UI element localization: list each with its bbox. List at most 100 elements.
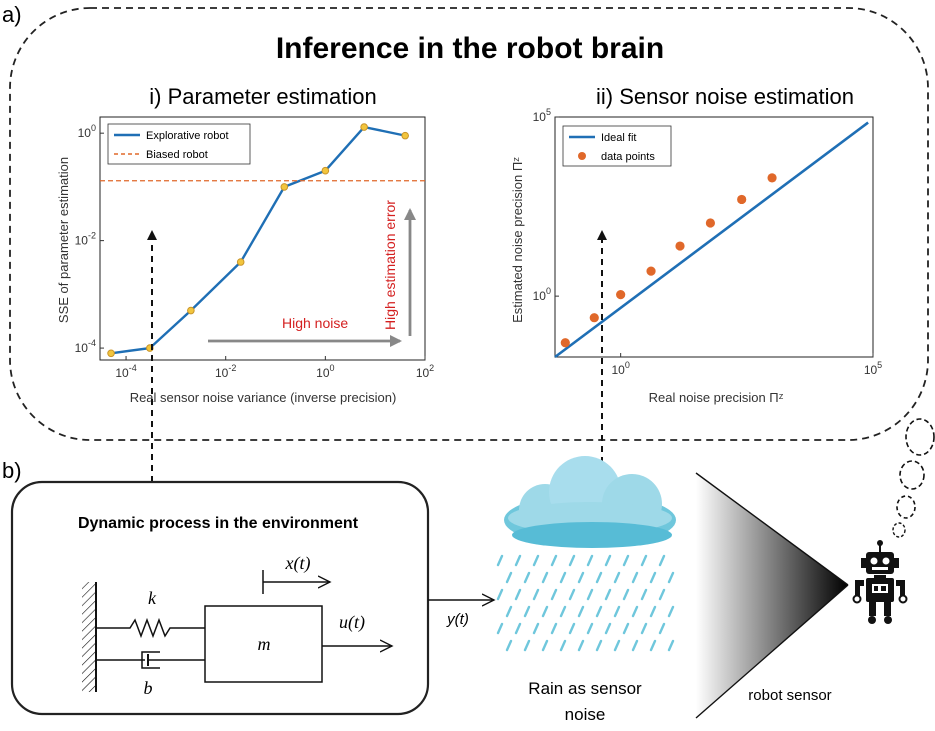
data-point — [616, 290, 626, 300]
chart1-ytick-label: 100 — [78, 123, 96, 140]
chart2-xlabel: Real noise precision Πᶻ — [649, 390, 784, 405]
damper-label: b — [144, 678, 153, 698]
explorative-robot-point — [280, 183, 289, 191]
rain-caption-line1: Rain as sensor — [528, 679, 642, 698]
rain-drop — [541, 571, 549, 584]
rain-drop — [586, 588, 594, 601]
chart1-ylabel: SSE of parameter estimation — [56, 157, 71, 323]
rain-drop — [577, 639, 585, 652]
panel-a-title: Inference in the robot brain — [276, 32, 664, 65]
rain-drop — [658, 588, 666, 601]
legend-ideal-fit-label: Ideal fit — [601, 132, 636, 144]
legend-explorative-label: Explorative robot — [146, 130, 229, 142]
data-point — [589, 313, 599, 323]
rain-drop — [622, 588, 630, 601]
input-label: u(t) — [339, 612, 365, 633]
rain-drop — [640, 554, 648, 567]
data-point — [675, 241, 685, 251]
rain-drop — [559, 605, 567, 618]
high-noise-label: High noise — [282, 315, 348, 331]
rain-drop — [514, 588, 522, 601]
thought-bubbles — [892, 418, 935, 538]
chart2-markers — [560, 173, 777, 348]
spring — [96, 617, 205, 639]
rain-drop — [658, 554, 666, 567]
rain-drop — [604, 554, 612, 567]
chart1-xtick-label: 10-4 — [115, 363, 136, 380]
chart1-legend-box — [107, 123, 251, 165]
rain-drops — [496, 554, 675, 652]
chart1-xtick-label: 10-2 — [215, 363, 236, 380]
chart2-series — [554, 121, 869, 359]
sensor-cone-bottom-edge — [695, 584, 849, 719]
environment-process-box — [10, 480, 430, 716]
chart1-legend: Explorative robot Biased robot — [107, 123, 251, 165]
rain-drop — [550, 554, 558, 567]
chart1-title: i) Parameter estimation — [149, 84, 376, 109]
explorative-robot-point — [360, 123, 368, 131]
rain-drop — [505, 605, 513, 618]
chart2-title: ii) Sensor noise estimation — [596, 84, 854, 109]
mass-block — [204, 605, 323, 683]
chart2-ytick-label: 105 — [533, 107, 551, 124]
sensor-cone-top-edge — [695, 472, 849, 586]
damper — [96, 651, 205, 669]
rain-drop — [649, 571, 657, 584]
rain-drop — [532, 622, 540, 635]
data-point — [646, 266, 656, 276]
rain-drop — [640, 588, 648, 601]
rain-drop — [496, 622, 504, 635]
legend-data-points-swatch — [578, 152, 586, 160]
rain-drop — [523, 605, 531, 618]
position-label: x(t) — [285, 553, 311, 574]
sensor-caption: robot sensor — [748, 687, 831, 704]
rain-drop — [658, 622, 666, 635]
spring-label: k — [148, 588, 157, 608]
rain-drop — [505, 571, 513, 584]
fixed-wall — [82, 582, 96, 692]
data-point — [767, 173, 777, 183]
rain-drop — [595, 605, 603, 618]
chart2-xtick-label: 100 — [611, 360, 629, 377]
chart1-xtick-label: 102 — [416, 363, 434, 380]
chart1-series — [100, 125, 425, 355]
panel-b-label: b) — [2, 458, 22, 483]
rain-drop — [568, 588, 576, 601]
rain-drop — [604, 588, 612, 601]
rain-drop — [532, 588, 540, 601]
rain-drop — [541, 639, 549, 652]
panel-a-label: a) — [2, 2, 22, 27]
explorative-robot-point — [187, 306, 195, 315]
rain-drop — [613, 639, 621, 652]
high-error-label: High estimation error — [382, 200, 398, 330]
chart1-xlabel: Real sensor noise variance (inverse prec… — [130, 390, 397, 405]
rain-drop — [613, 571, 621, 584]
output-label: y(t) — [446, 611, 469, 628]
rain-caption-line2: noise — [565, 705, 606, 724]
rain-drop — [496, 554, 504, 567]
rain-drop — [568, 622, 576, 635]
rain-drop — [649, 605, 657, 618]
rain-drop — [586, 622, 594, 635]
rain-drop — [496, 588, 504, 601]
robot-brain-frame — [9, 7, 929, 441]
chart2-legend: Ideal fit data points — [562, 125, 672, 167]
data-point — [737, 194, 747, 205]
chart2-ytick-label: 100 — [533, 286, 551, 303]
rain-drop — [568, 554, 576, 567]
data-point — [560, 338, 570, 348]
process-title: Dynamic process in the environment — [78, 515, 359, 532]
rain-drop — [667, 639, 675, 652]
rain-drop — [523, 571, 531, 584]
rain-drop — [514, 554, 522, 567]
robot-sensor-cone — [696, 473, 848, 718]
rain-drop — [622, 554, 630, 567]
rain-drop — [613, 605, 621, 618]
explorative-robot-point — [401, 131, 409, 140]
rain-drop — [667, 571, 675, 584]
explorative-robot-point — [321, 166, 330, 175]
